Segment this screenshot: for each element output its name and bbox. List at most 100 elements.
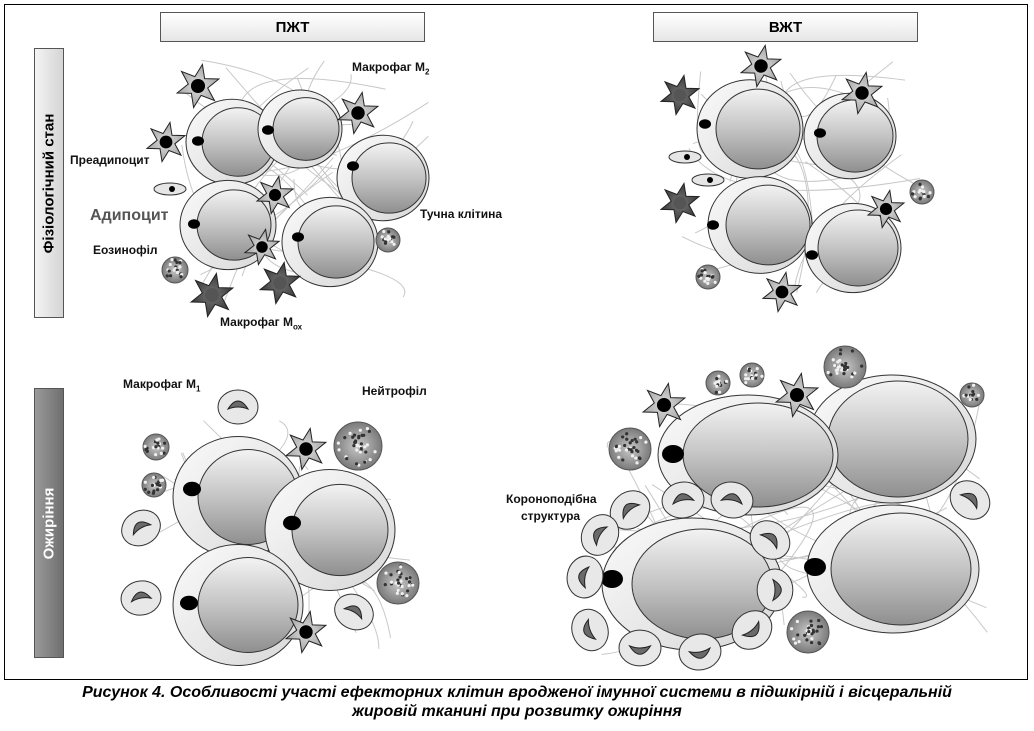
granule <box>840 363 844 367</box>
granule <box>175 260 179 264</box>
granule <box>383 241 388 245</box>
crown-macrophage <box>571 608 609 652</box>
label-mast-cell: Тучна клітина <box>420 207 503 221</box>
granule <box>639 435 643 440</box>
preadipocyte-nucleus <box>169 186 175 192</box>
granule <box>397 581 401 585</box>
granule <box>812 630 816 634</box>
lipid-droplet <box>291 483 389 577</box>
granule <box>624 448 629 452</box>
granule <box>826 370 830 375</box>
granule <box>398 575 402 579</box>
granule <box>836 360 840 364</box>
granule <box>399 579 403 583</box>
mast-cell <box>909 179 935 205</box>
granule <box>844 361 848 366</box>
granule <box>400 592 404 596</box>
granule <box>807 626 811 630</box>
granule <box>373 450 377 454</box>
adipocyte-cell <box>803 92 897 180</box>
granule <box>714 390 718 394</box>
label-preadipocyte: Преадипоцит <box>70 153 150 167</box>
crown-macrophage <box>120 580 162 616</box>
granule <box>358 450 362 454</box>
granule <box>630 454 635 458</box>
adipocyte-nucleus <box>804 558 826 576</box>
granule <box>353 440 357 444</box>
granule <box>614 449 618 453</box>
column-header-visceral: ВЖТ <box>653 12 918 42</box>
macrophage-nucleus <box>159 135 173 149</box>
granule <box>724 379 729 383</box>
granule <box>168 262 172 267</box>
crown-macrophage <box>121 509 161 547</box>
granule <box>809 640 814 645</box>
granule <box>178 265 182 269</box>
granule <box>154 445 158 449</box>
granule <box>928 191 932 195</box>
granule <box>162 451 166 455</box>
macrophage-nucleus <box>273 276 287 290</box>
row-label-physiological: Фізіологічний стан <box>40 113 58 253</box>
macrophage-m2 <box>284 426 328 472</box>
granule <box>168 274 173 278</box>
granule <box>368 457 372 462</box>
granule <box>159 478 163 483</box>
granule <box>156 441 160 445</box>
granule <box>706 276 710 281</box>
granule <box>411 583 415 587</box>
adipocyte-cell <box>696 79 804 179</box>
eosinophil <box>695 264 721 290</box>
macrophage-m2 <box>774 371 820 419</box>
granule <box>807 630 811 634</box>
macrophage-mox <box>659 181 701 225</box>
lipid-droplet <box>725 184 811 266</box>
macrophage-m2 <box>175 62 221 110</box>
macrophage-m2 <box>761 270 803 314</box>
crown-macrophage <box>710 481 754 519</box>
granule <box>628 441 632 445</box>
macrophage-nucleus <box>583 617 597 640</box>
granule <box>397 570 401 575</box>
macrophage-nucleus <box>775 285 789 299</box>
macrophage-mox <box>659 73 701 117</box>
granule <box>717 390 722 394</box>
caption-line-2: жировій тканині при розвитку ожиріння <box>352 703 682 720</box>
macrophage-m2 <box>243 227 281 267</box>
granule <box>829 373 833 377</box>
granule <box>143 487 147 491</box>
granule <box>617 448 622 452</box>
granule <box>638 456 642 461</box>
macrophage-nucleus <box>578 565 591 590</box>
granule <box>614 445 619 449</box>
granule <box>632 445 636 450</box>
granule <box>178 261 182 265</box>
lipid-droplet <box>817 209 899 287</box>
granule <box>713 381 717 385</box>
granule <box>634 448 638 452</box>
adipocyte-cell <box>257 89 343 169</box>
row-header-obesity: Ожиріння <box>34 388 64 658</box>
granule <box>617 444 621 449</box>
granule <box>860 364 864 368</box>
macrophage-nucleus <box>190 78 206 94</box>
granule <box>790 627 794 631</box>
granule <box>913 195 917 199</box>
hypertrophic-adipocyte <box>804 504 980 634</box>
macrophage-nucleus <box>719 493 744 506</box>
granule <box>793 641 798 645</box>
granule <box>843 364 847 368</box>
adipocyte-nucleus <box>180 595 198 611</box>
lipid-droplet <box>830 512 972 626</box>
lipid-droplet <box>827 380 969 498</box>
macrophage-nucleus <box>656 397 672 413</box>
preadipocyte-nucleus <box>707 177 713 183</box>
granule <box>400 584 404 589</box>
crown-macrophage <box>580 514 620 556</box>
caption-line-1: Рисунок 4. Особливості участі ефекторних… <box>82 684 952 701</box>
granule <box>399 565 403 569</box>
granule <box>380 235 384 239</box>
macrophage-nucleus <box>673 88 687 102</box>
granule <box>617 455 621 459</box>
label-macrophage-m1: Макрофаг M1 <box>123 377 201 394</box>
